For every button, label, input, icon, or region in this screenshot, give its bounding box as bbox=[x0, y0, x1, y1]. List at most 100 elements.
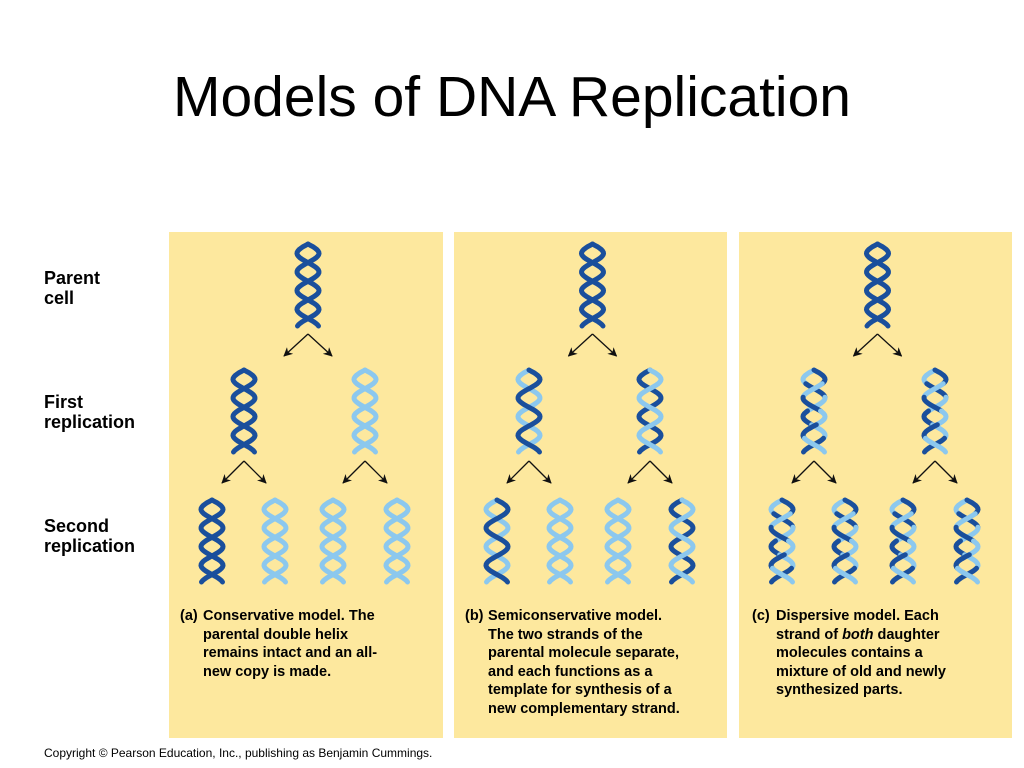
helix-parent bbox=[294, 241, 322, 329]
replication-arrow-left bbox=[627, 460, 651, 484]
helix-strand bbox=[768, 511, 793, 530]
replication-arrow-right bbox=[307, 333, 333, 357]
helix-strand bbox=[900, 497, 917, 517]
caption-model-name: Semiconservative model. bbox=[488, 608, 663, 624]
helix-strand bbox=[844, 538, 859, 558]
helix-strand bbox=[932, 367, 949, 387]
helix-strand bbox=[964, 497, 981, 517]
helix-strand bbox=[768, 538, 783, 558]
row-label-first-replication: First replication bbox=[44, 392, 135, 432]
helix-first-generation bbox=[636, 367, 664, 455]
replication-arrow-right bbox=[877, 333, 903, 357]
helix-second-generation bbox=[668, 497, 696, 585]
row-label-line: replication bbox=[44, 412, 136, 432]
replication-arrow-left bbox=[852, 333, 878, 357]
helix-strand bbox=[892, 511, 917, 530]
replication-arrow-left bbox=[791, 460, 815, 484]
helix-second-generation bbox=[768, 497, 796, 585]
helix-strand bbox=[800, 381, 825, 400]
helix-strand bbox=[831, 538, 846, 558]
helix-strand bbox=[833, 565, 858, 585]
caption-line: synthesized parts. bbox=[776, 682, 903, 698]
helix-strand bbox=[800, 394, 823, 414]
helix-second-generation bbox=[889, 497, 917, 585]
caption-line: new complementary strand. bbox=[488, 700, 680, 717]
replication-arrow-right bbox=[528, 460, 552, 484]
helix-first-generation bbox=[351, 367, 379, 455]
replication-arrow-left bbox=[912, 460, 936, 484]
helix-strand bbox=[953, 524, 976, 544]
helix-strand bbox=[894, 524, 917, 544]
helix-strand bbox=[891, 565, 916, 585]
helix-strand bbox=[923, 435, 948, 455]
helix-strand bbox=[953, 497, 970, 517]
caption-line: new copy is made. bbox=[203, 663, 332, 680]
caption-line: strand of both daughter bbox=[776, 626, 946, 645]
caption-line: parental molecule separate, bbox=[488, 645, 679, 661]
helix-strand bbox=[604, 497, 632, 585]
helix-strand bbox=[831, 497, 848, 517]
helix-second-generation bbox=[831, 497, 859, 585]
helix-strand bbox=[966, 538, 981, 558]
helix-strand bbox=[831, 552, 850, 571]
helix-strand bbox=[842, 497, 859, 517]
helix-strand bbox=[836, 524, 859, 544]
row-label-line: Parent bbox=[44, 268, 101, 288]
replication-arrow-right bbox=[592, 333, 618, 357]
helix-strand bbox=[668, 497, 696, 585]
helix-strand bbox=[198, 497, 226, 585]
helix-first-generation bbox=[921, 367, 949, 455]
helix-strand bbox=[768, 524, 791, 544]
caption-line: and each functions as a bbox=[488, 663, 653, 680]
helix-strand bbox=[921, 408, 936, 428]
caption-line-text: strand of both daughter bbox=[776, 626, 940, 643]
helix-parent bbox=[863, 241, 892, 329]
helix-strand bbox=[831, 511, 856, 530]
caption-line: mixture of old and newly bbox=[776, 663, 946, 680]
helix-second-generation bbox=[261, 497, 289, 585]
helix-strand bbox=[934, 408, 949, 428]
helix-strand bbox=[800, 422, 819, 441]
caption-line: template for synthesis of a bbox=[488, 682, 672, 698]
helix-strand bbox=[958, 524, 981, 544]
row-label-line: cell bbox=[44, 288, 75, 308]
helix-second-generation bbox=[546, 497, 574, 585]
caption-model-name: Conservative model. bbox=[203, 608, 345, 624]
helix-strand bbox=[770, 565, 795, 585]
helix-strand bbox=[889, 511, 914, 530]
helix-strand bbox=[515, 367, 543, 455]
row-label-line: replication bbox=[44, 536, 136, 556]
caption-line: Each bbox=[904, 608, 939, 624]
helix-strand bbox=[803, 381, 828, 400]
helix-strand bbox=[771, 511, 796, 530]
helix-strand bbox=[261, 497, 289, 585]
helix-strand bbox=[198, 497, 226, 585]
helix-second-generation bbox=[953, 497, 981, 585]
caption-body: Semiconservative model. The two strands … bbox=[488, 607, 680, 718]
helix-first-generation bbox=[800, 367, 828, 455]
helix-strand bbox=[921, 367, 938, 387]
caption-line: parental double helix bbox=[203, 626, 349, 643]
helix-second-generation bbox=[383, 497, 411, 585]
helix-strand bbox=[921, 381, 946, 400]
caption-line: remains intact and an all- bbox=[203, 645, 378, 661]
helix-strand bbox=[383, 497, 411, 585]
helix-strand bbox=[546, 497, 574, 585]
helix-strand bbox=[230, 367, 258, 455]
helix-strand bbox=[779, 497, 796, 517]
helix-strand bbox=[319, 497, 347, 585]
helix-strand bbox=[294, 241, 322, 329]
replication-arrow-right bbox=[934, 460, 958, 484]
helix-strand bbox=[805, 394, 828, 414]
caption-line: The bbox=[348, 608, 375, 624]
helix-strand bbox=[230, 367, 258, 455]
helix-strand bbox=[889, 552, 908, 571]
replication-arrow-left bbox=[567, 333, 593, 357]
helix-strand bbox=[351, 367, 379, 455]
helix-strand bbox=[773, 524, 796, 544]
helix-strand bbox=[813, 408, 828, 428]
caption-tag: (a) bbox=[180, 608, 198, 624]
caption-tag: (c) bbox=[752, 608, 770, 624]
helix-strand bbox=[636, 367, 664, 455]
